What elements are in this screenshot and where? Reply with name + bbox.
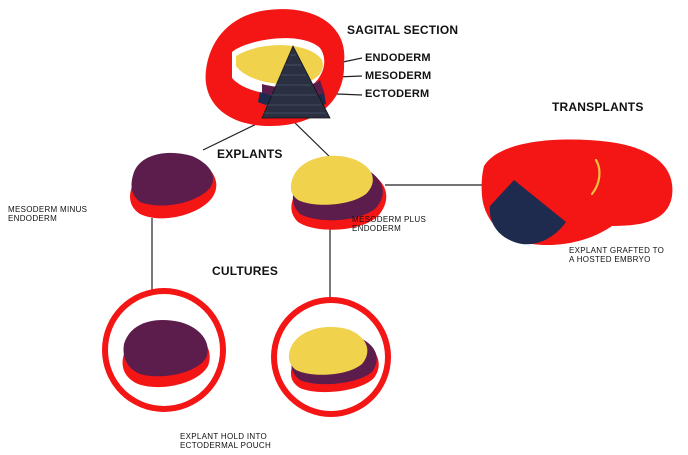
label-explant-grafted-line2: A HOSTED EMBRYO: [569, 255, 664, 264]
label-sagital-section: SAGITAL SECTION: [347, 24, 458, 38]
label-cultures: CULTURES: [212, 265, 278, 279]
label-endoderm: ENDODERM: [365, 52, 431, 65]
label-explant-hold-line2: ECTODERMAL POUCH: [180, 441, 271, 450]
label-explants: EXPLANTS: [217, 148, 283, 162]
sagittal-section-embryo: [206, 9, 345, 126]
label-mesoderm-plus-line2: ENDODERM: [352, 224, 426, 233]
label-mesoderm-minus-line1: MESODERM MINUS: [8, 205, 87, 214]
label-explant-grafted-line1: EXPLANT GRAFTED TO: [569, 246, 664, 255]
transplant-host-embryo: [482, 140, 673, 245]
label-ectoderm: ECTODERM: [365, 88, 429, 101]
label-explant-grafted: EXPLANT GRAFTED TO A HOSTED EMBRYO: [569, 246, 664, 264]
label-mesoderm-plus-line1: MESODERM PLUS: [352, 215, 426, 224]
label-explant-hold: EXPLANT HOLD INTO ECTODERMAL POUCH: [180, 432, 271, 450]
label-explant-hold-line1: EXPLANT HOLD INTO: [180, 432, 271, 441]
culture-mesoderm-minus-endoderm: [102, 288, 226, 412]
label-mesoderm-minus-endoderm: MESODERM MINUS ENDODERM: [8, 205, 87, 223]
label-transplants: TRANSPLANTS: [552, 101, 644, 115]
label-mesoderm-plus-endoderm: MESODERM PLUS ENDODERM: [352, 215, 426, 233]
explant-mesoderm-minus-endoderm: [130, 153, 216, 218]
label-mesoderm: MESODERM: [365, 70, 431, 83]
label-mesoderm-minus-line2: ENDODERM: [8, 214, 87, 223]
line-section-to-explant-right: [290, 118, 335, 162]
culture-mesoderm-plus-endoderm: [271, 297, 391, 417]
